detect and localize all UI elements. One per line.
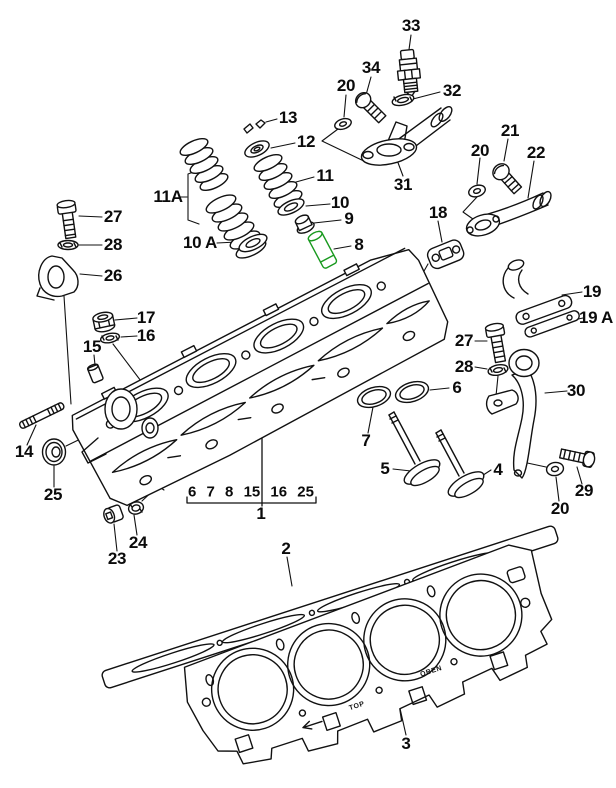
- part-25-seal: [41, 438, 67, 466]
- part-label-7[interactable]: 7: [361, 431, 371, 450]
- part-label-4[interactable]: 4: [493, 460, 503, 479]
- part-22-pipe: [465, 190, 552, 237]
- part-12-spring-retainer: [244, 140, 270, 158]
- part-label-6[interactable]: 6: [452, 378, 462, 397]
- part-label-29[interactable]: 29: [574, 481, 594, 500]
- part-label-20-right[interactable]: 20: [470, 141, 490, 160]
- part-8-valve-guide[interactable]: [307, 229, 338, 269]
- part-label-31[interactable]: 31: [393, 175, 413, 194]
- part-24-washer: [127, 501, 145, 515]
- part-15-dowel-pin: [86, 363, 104, 384]
- part-label-11A[interactable]: 11A: [153, 187, 183, 206]
- part-label-17[interactable]: 17: [136, 308, 156, 327]
- part-label-2[interactable]: 2: [281, 539, 291, 558]
- part-label-27-left[interactable]: 27: [103, 207, 123, 226]
- part-30-bracket: [485, 348, 540, 479]
- part-16-washer: [99, 332, 121, 344]
- part-20-washer-bottom: [545, 461, 565, 477]
- part-28-washer-right: [487, 363, 509, 377]
- part-label-20-top[interactable]: 20: [336, 76, 356, 95]
- part-9-valve-stem-seal: [294, 214, 315, 234]
- part-label-27-right[interactable]: 27: [454, 331, 474, 350]
- part-label-19[interactable]: 19: [582, 282, 602, 301]
- part-19-pipe: [502, 259, 573, 325]
- part-label-25[interactable]: 25: [43, 485, 63, 504]
- part-label-5[interactable]: 5: [380, 459, 390, 478]
- part-19a-gasket: [524, 310, 580, 338]
- part-13-valve-keepers: [243, 119, 266, 134]
- part-29-bolt: [559, 448, 596, 468]
- part-10-spring-seat: [277, 198, 305, 216]
- gasket-marking-top: TOP: [348, 701, 365, 713]
- part-label-24[interactable]: 24: [128, 533, 148, 552]
- part-label-30[interactable]: 30: [566, 381, 586, 400]
- part-label-10[interactable]: 10: [330, 193, 350, 212]
- part-32-seal-ring: [391, 93, 415, 107]
- part-label-23[interactable]: 23: [107, 549, 127, 568]
- part-27-bolt-right: [484, 322, 507, 364]
- part-label-18[interactable]: 18: [428, 203, 448, 222]
- part-1-cylinder-head: [71, 247, 449, 507]
- part-label-28-left[interactable]: 28: [103, 235, 123, 254]
- part-label-11[interactable]: 11: [316, 166, 334, 185]
- head-left-end-boss: [81, 388, 159, 464]
- part-label-16[interactable]: 16: [136, 326, 156, 345]
- part-33-sensor: [396, 48, 422, 98]
- part-label-32[interactable]: 32: [442, 81, 462, 100]
- part-26-bracket: [36, 255, 79, 301]
- part-5-valve: [388, 411, 441, 487]
- part-label-15[interactable]: 15: [82, 337, 102, 356]
- part-label-12[interactable]: 12: [296, 132, 316, 151]
- part-18-gasket: [426, 239, 465, 270]
- part-label-group[interactable]: 6 7 8 15 16 25: [188, 483, 314, 501]
- part-label-33[interactable]: 33: [401, 16, 421, 35]
- part-11-valve-spring: [253, 153, 303, 209]
- part-21-bolt: [492, 163, 523, 195]
- part-10a-spring-seat: [238, 233, 268, 253]
- part-label-34[interactable]: 34: [361, 58, 381, 77]
- part-20-washer-right: [468, 184, 486, 198]
- part-label-22[interactable]: 22: [526, 143, 546, 162]
- part-23-plug: [103, 504, 124, 524]
- part-11a-valve-springs: [179, 137, 267, 259]
- part-6-valve-seat: [394, 380, 430, 404]
- part-34-bolt: [354, 91, 387, 124]
- part-label-19A[interactable]: 19 A: [578, 308, 614, 327]
- part-17-nut: [92, 311, 116, 333]
- part-27-bolt-left: [56, 199, 77, 240]
- part-label-14[interactable]: 14: [14, 442, 34, 461]
- part-28-washer-left: [57, 239, 79, 251]
- part-label-26[interactable]: 26: [103, 266, 123, 285]
- part-label-8[interactable]: 8: [354, 235, 364, 254]
- part-4-valve: [435, 429, 485, 499]
- part-label-9[interactable]: 9: [344, 209, 354, 228]
- part-label-20-bottom[interactable]: 20: [550, 499, 570, 518]
- part-31-water-neck: [360, 106, 453, 166]
- part-7-valve-seat: [356, 385, 392, 409]
- part-20-washer-top: [334, 117, 352, 131]
- part-label-13[interactable]: 13: [278, 108, 298, 127]
- part-3-head-gasket: TOP OBEN: [183, 544, 553, 765]
- part-label-10A[interactable]: 10 A: [182, 233, 218, 252]
- part-label-28-right[interactable]: 28: [454, 357, 474, 376]
- part-label-1[interactable]: 1: [256, 504, 266, 523]
- part-label-21[interactable]: 21: [500, 121, 520, 140]
- part-label-3[interactable]: 3: [401, 734, 411, 753]
- part-14-stud: [18, 402, 65, 429]
